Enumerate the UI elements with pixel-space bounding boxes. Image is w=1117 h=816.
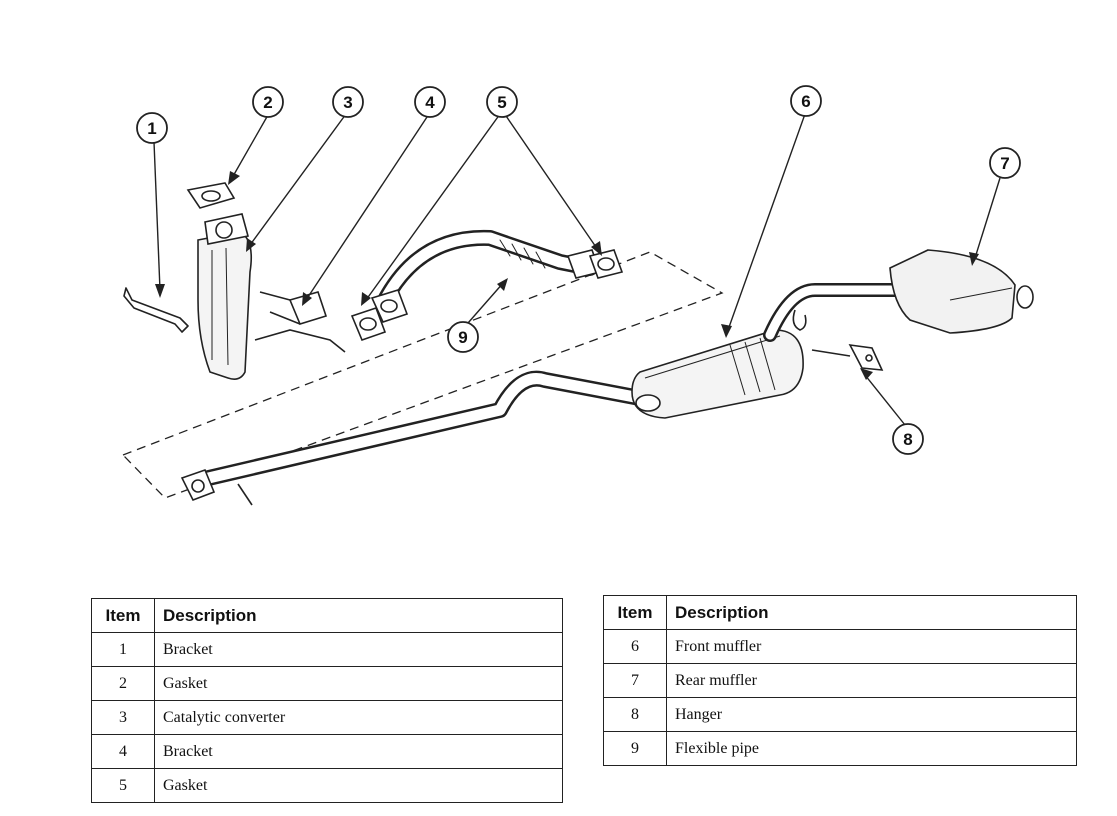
callout-1: 1 xyxy=(136,112,168,144)
item-number: 2 xyxy=(91,666,155,701)
parts-table-right: Item Description 6 Front muffler 7 Rear … xyxy=(603,595,1077,766)
pipe-front-flange xyxy=(180,468,253,506)
catalytic-converter xyxy=(197,213,253,380)
bracket-mid xyxy=(254,291,346,353)
svg-text:4: 4 xyxy=(425,93,435,112)
flexible-pipe xyxy=(377,229,598,308)
callout-leaders xyxy=(153,112,1001,426)
item-number: 3 xyxy=(91,700,155,735)
svg-text:5: 5 xyxy=(497,93,506,112)
callout-5: 5 xyxy=(486,86,518,118)
item-description: Rear muffler xyxy=(666,663,1077,698)
table-row: 7 Rear muffler xyxy=(603,663,1077,698)
table-header-row: Item Description xyxy=(91,598,563,633)
description-column-header: Description xyxy=(154,598,563,633)
gasket-flexible-front xyxy=(350,289,409,342)
description-column-header: Description xyxy=(666,595,1077,630)
callout-9: 9 xyxy=(447,321,479,353)
item-description: Hanger xyxy=(666,697,1077,732)
svg-text:2: 2 xyxy=(263,93,272,112)
svg-text:3: 3 xyxy=(343,93,352,112)
table-header-row: Item Description xyxy=(603,595,1077,630)
item-description: Bracket xyxy=(154,632,563,667)
callout-arrowheads xyxy=(155,171,979,380)
parts-table-left: Item Description 1 Bracket 2 Gasket 3 Ca… xyxy=(91,598,563,803)
item-number: 5 xyxy=(91,768,155,803)
callout-6: 6 xyxy=(790,85,822,117)
table-row: 9 Flexible pipe xyxy=(603,731,1077,766)
flexible-pipe-zone-outline xyxy=(121,251,724,499)
item-number: 8 xyxy=(603,697,667,732)
hanger xyxy=(792,309,884,371)
item-number: 1 xyxy=(91,632,155,667)
callout-4: 4 xyxy=(414,86,446,118)
svg-text:6: 6 xyxy=(801,92,810,111)
item-number: 7 xyxy=(603,663,667,698)
table-row: 2 Gasket xyxy=(91,666,563,701)
callout-3: 3 xyxy=(332,86,364,118)
front-muffler xyxy=(631,329,804,419)
over-axle-pipe xyxy=(763,283,907,342)
svg-text:1: 1 xyxy=(147,119,156,138)
rear-muffler xyxy=(889,249,1034,334)
table-row: 4 Bracket xyxy=(91,734,563,769)
item-column-header: Item xyxy=(603,595,667,630)
item-description: Catalytic converter xyxy=(154,700,563,735)
item-description: Flexible pipe xyxy=(666,731,1077,766)
svg-text:9: 9 xyxy=(458,328,467,347)
table-row: 6 Front muffler xyxy=(603,629,1077,664)
gasket-upper xyxy=(186,182,236,209)
intermediate-pipe xyxy=(192,370,648,488)
table-row: 8 Hanger xyxy=(603,697,1077,732)
item-column-header: Item xyxy=(91,598,155,633)
table-row: 1 Bracket xyxy=(91,632,563,667)
item-number: 9 xyxy=(603,731,667,766)
callout-8: 8 xyxy=(892,423,924,455)
callout-2: 2 xyxy=(252,86,284,118)
svg-text:7: 7 xyxy=(1000,154,1009,173)
item-description: Gasket xyxy=(154,768,563,803)
svg-text:8: 8 xyxy=(903,430,912,449)
gasket-flexible-rear xyxy=(566,249,624,279)
item-description: Gasket xyxy=(154,666,563,701)
table-row: 5 Gasket xyxy=(91,768,563,803)
callout-7: 7 xyxy=(989,147,1021,179)
item-number: 6 xyxy=(603,629,667,664)
item-description: Bracket xyxy=(154,734,563,769)
item-description: Front muffler xyxy=(666,629,1077,664)
table-row: 3 Catalytic converter xyxy=(91,700,563,735)
item-number: 4 xyxy=(91,734,155,769)
exhaust-system-diagram: 1 2 3 4 5 6 7 8 9 xyxy=(121,85,1034,506)
bracket-left xyxy=(123,287,189,333)
